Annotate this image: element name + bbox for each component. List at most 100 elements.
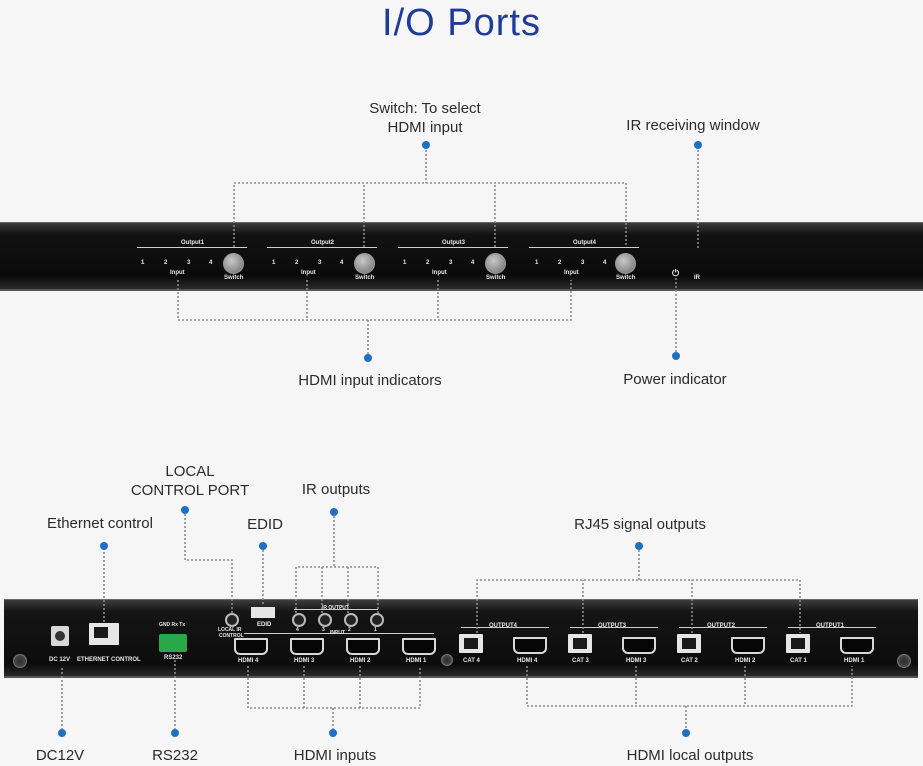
ethernet-port[interactable] <box>89 623 119 645</box>
output4-bracket <box>529 247 639 248</box>
ir-jack-4-label: 4 <box>296 627 299 633</box>
output3-label: OUTPUT3 <box>598 623 627 629</box>
indicator-2: 2 <box>426 260 430 266</box>
hdmi-in-4[interactable] <box>234 638 268 655</box>
dot-rs232 <box>171 729 179 737</box>
ir-jack-2-label: 2 <box>348 627 351 633</box>
rj45-connector <box>476 546 801 633</box>
indicator-3: 3 <box>187 260 191 266</box>
output4-label: Output4 <box>573 240 596 246</box>
output4-bracket <box>461 627 549 628</box>
indicator-3: 3 <box>318 260 322 266</box>
output3-bracket <box>398 247 508 248</box>
rs232-terminal[interactable] <box>159 634 187 652</box>
cat2-port[interactable] <box>677 634 701 653</box>
switch-label: Switch: To select HDMI input <box>330 99 520 137</box>
hdmi-out-1-label: HDMI 1 <box>844 658 865 664</box>
output2-label: OUTPUT2 <box>707 623 736 629</box>
output1-bracket <box>137 247 247 248</box>
hdmi-in-3[interactable] <box>290 638 324 655</box>
ethernet-port-label: ETHERNET CONTROL <box>77 657 141 663</box>
dot-ir-window <box>694 141 702 149</box>
input-label: Input <box>564 270 579 276</box>
local-control-line2: CONTROL PORT <box>130 482 250 499</box>
output4-label: OUTPUT4 <box>489 623 518 629</box>
ir-outputs-connector <box>295 512 379 613</box>
ir-jack-4[interactable] <box>292 613 306 627</box>
rs232-label: RS232 <box>152 747 198 764</box>
cat4-port[interactable] <box>459 634 483 653</box>
ir-jack-3[interactable] <box>318 613 332 627</box>
cat3-label: CAT 3 <box>572 658 589 664</box>
front-panel: Output1 1 2 3 4 Input Switch Output2 1 2… <box>0 222 923 291</box>
input-bracket <box>244 633 434 634</box>
dot-ethernet <box>100 542 108 550</box>
hdmi-indicators-label: HDMI input indicators <box>298 372 442 389</box>
output1-bracket <box>788 627 876 628</box>
ir-output-group-label: IR OUTPUT <box>322 605 349 611</box>
hdmi-out-2[interactable] <box>731 637 765 654</box>
rs232-port-label: RS232 <box>164 655 183 661</box>
rs232-pins-label: GND Rx Tx <box>159 622 186 628</box>
dot-rj45 <box>635 542 643 550</box>
hdmi-local-outputs-label: HDMI local outputs <box>626 747 754 764</box>
ir-jack-3-label: 3 <box>322 627 325 633</box>
ir-output-bracket <box>294 609 378 610</box>
input-label: Input <box>170 270 185 276</box>
cat3-port[interactable] <box>568 634 592 653</box>
switch-button-2[interactable] <box>354 253 375 274</box>
cat4-label: CAT 4 <box>463 658 480 664</box>
output3-label: Output3 <box>442 240 465 246</box>
output2-bracket <box>679 627 767 628</box>
ir-jack-2[interactable] <box>344 613 358 627</box>
switch-button-4[interactable] <box>615 253 636 274</box>
hdmi-in-2[interactable] <box>346 638 380 655</box>
ir-outputs-label: IR outputs <box>301 481 371 498</box>
indicator-4: 4 <box>209 260 213 266</box>
output1-label: Output1 <box>181 240 204 246</box>
switch-label-1: Switch <box>224 275 244 281</box>
switch-button-1[interactable] <box>223 253 244 274</box>
hdmi-out-4[interactable] <box>513 637 547 654</box>
screw-icon <box>13 654 27 668</box>
ir-jack-1[interactable] <box>370 613 384 627</box>
local-ir-label: LOCAL IR <box>218 627 242 633</box>
dc12v-label: DC12V <box>35 747 85 764</box>
power-icon: ⏻ <box>672 268 680 278</box>
edid-port-label: EDID <box>257 622 272 628</box>
edid-label: EDID <box>247 516 283 533</box>
ground-screw-icon <box>441 654 453 666</box>
ethernet-control-label: Ethernet control <box>47 515 153 532</box>
output2-label: Output2 <box>311 240 334 246</box>
hdmi-in-3-label: HDMI 3 <box>294 658 315 664</box>
indicator-3: 3 <box>449 260 453 266</box>
hdmi-inputs-label: HDMI inputs <box>293 747 377 764</box>
dot-hdmi-inputs <box>329 729 337 737</box>
indicator-connector <box>177 280 572 358</box>
indicator-2: 2 <box>558 260 562 266</box>
dot-switch <box>422 141 430 149</box>
control-label: CONTROL <box>219 633 244 639</box>
edid-dip-switch[interactable] <box>251 607 275 618</box>
dot-dc12v <box>58 729 66 737</box>
hdmi-out-3[interactable] <box>622 637 656 654</box>
local-control-connector <box>184 510 233 614</box>
hdmi-in-1[interactable] <box>402 638 436 655</box>
indicator-4: 4 <box>471 260 475 266</box>
dot-power <box>672 352 680 360</box>
dot-local-control <box>181 506 189 514</box>
local-control-label: LOCAL CONTROL PORT <box>110 462 270 500</box>
cat1-label: CAT 1 <box>790 658 807 664</box>
dc12v-port-label: DC 12V <box>49 657 71 663</box>
dc-power-jack[interactable] <box>51 626 69 646</box>
dot-edid <box>259 542 267 550</box>
local-control-jack[interactable] <box>225 613 239 627</box>
switch-button-3[interactable] <box>485 253 506 274</box>
hdmi-out-1[interactable] <box>840 637 874 654</box>
indicator-4: 4 <box>603 260 607 266</box>
cat1-port[interactable] <box>786 634 810 653</box>
switch-label-line1: Switch: To select <box>369 100 481 117</box>
cat2-label: CAT 2 <box>681 658 698 664</box>
input-group-label: INPUT <box>330 630 345 636</box>
